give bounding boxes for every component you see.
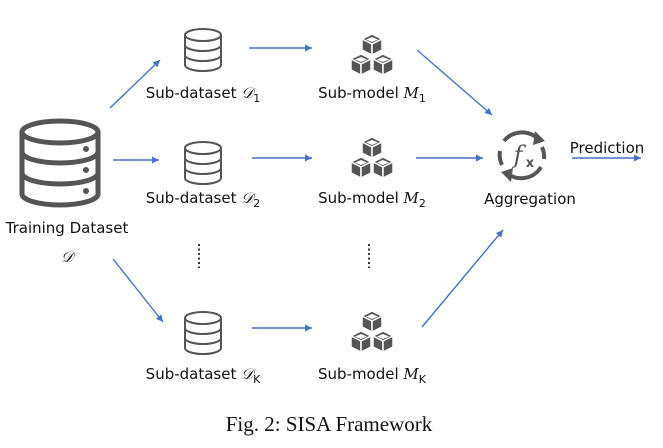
svg-text:f: f	[512, 141, 527, 169]
arrow-modelk-to-aggregation	[421, 229, 504, 328]
aggregation-icon: f x	[497, 130, 547, 182]
sub-model-1-label: Sub-model M1	[318, 84, 426, 105]
sub-dataset-1-label: Sub-dataset 𝒟1	[146, 84, 260, 105]
sub-dataset-2-label: Sub-dataset 𝒟2	[146, 189, 260, 210]
sub-dataset-2-icon	[184, 141, 222, 185]
svg-text:x: x	[526, 156, 535, 171]
prediction-label: Prediction	[570, 139, 645, 157]
training-dataset-label: Training Dataset	[5, 219, 129, 237]
arrow-model1-to-aggregation	[416, 49, 493, 116]
arrow-train-to-subk	[112, 258, 164, 323]
sub-dataset-k-icon	[184, 311, 222, 355]
sub-model-1-icon	[351, 34, 393, 75]
training-dataset-symbol: 𝒟	[61, 248, 76, 266]
sub-model-k-icon	[351, 311, 393, 352]
sub-dataset-1-icon	[184, 28, 222, 72]
sub-model-k-label: Sub-model MK	[318, 365, 427, 386]
aggregation-label: Aggregation	[484, 190, 576, 208]
sub-model-2-label: Sub-model M2	[318, 189, 426, 210]
sub-model-2-icon	[351, 137, 393, 178]
arrow-train-to-sub1	[109, 59, 161, 109]
figure-caption: Fig. 2: SISA Framework	[226, 412, 433, 436]
sub-dataset-k-label: Sub-dataset 𝒟K	[146, 365, 261, 386]
training-dataset-icon	[19, 118, 101, 208]
